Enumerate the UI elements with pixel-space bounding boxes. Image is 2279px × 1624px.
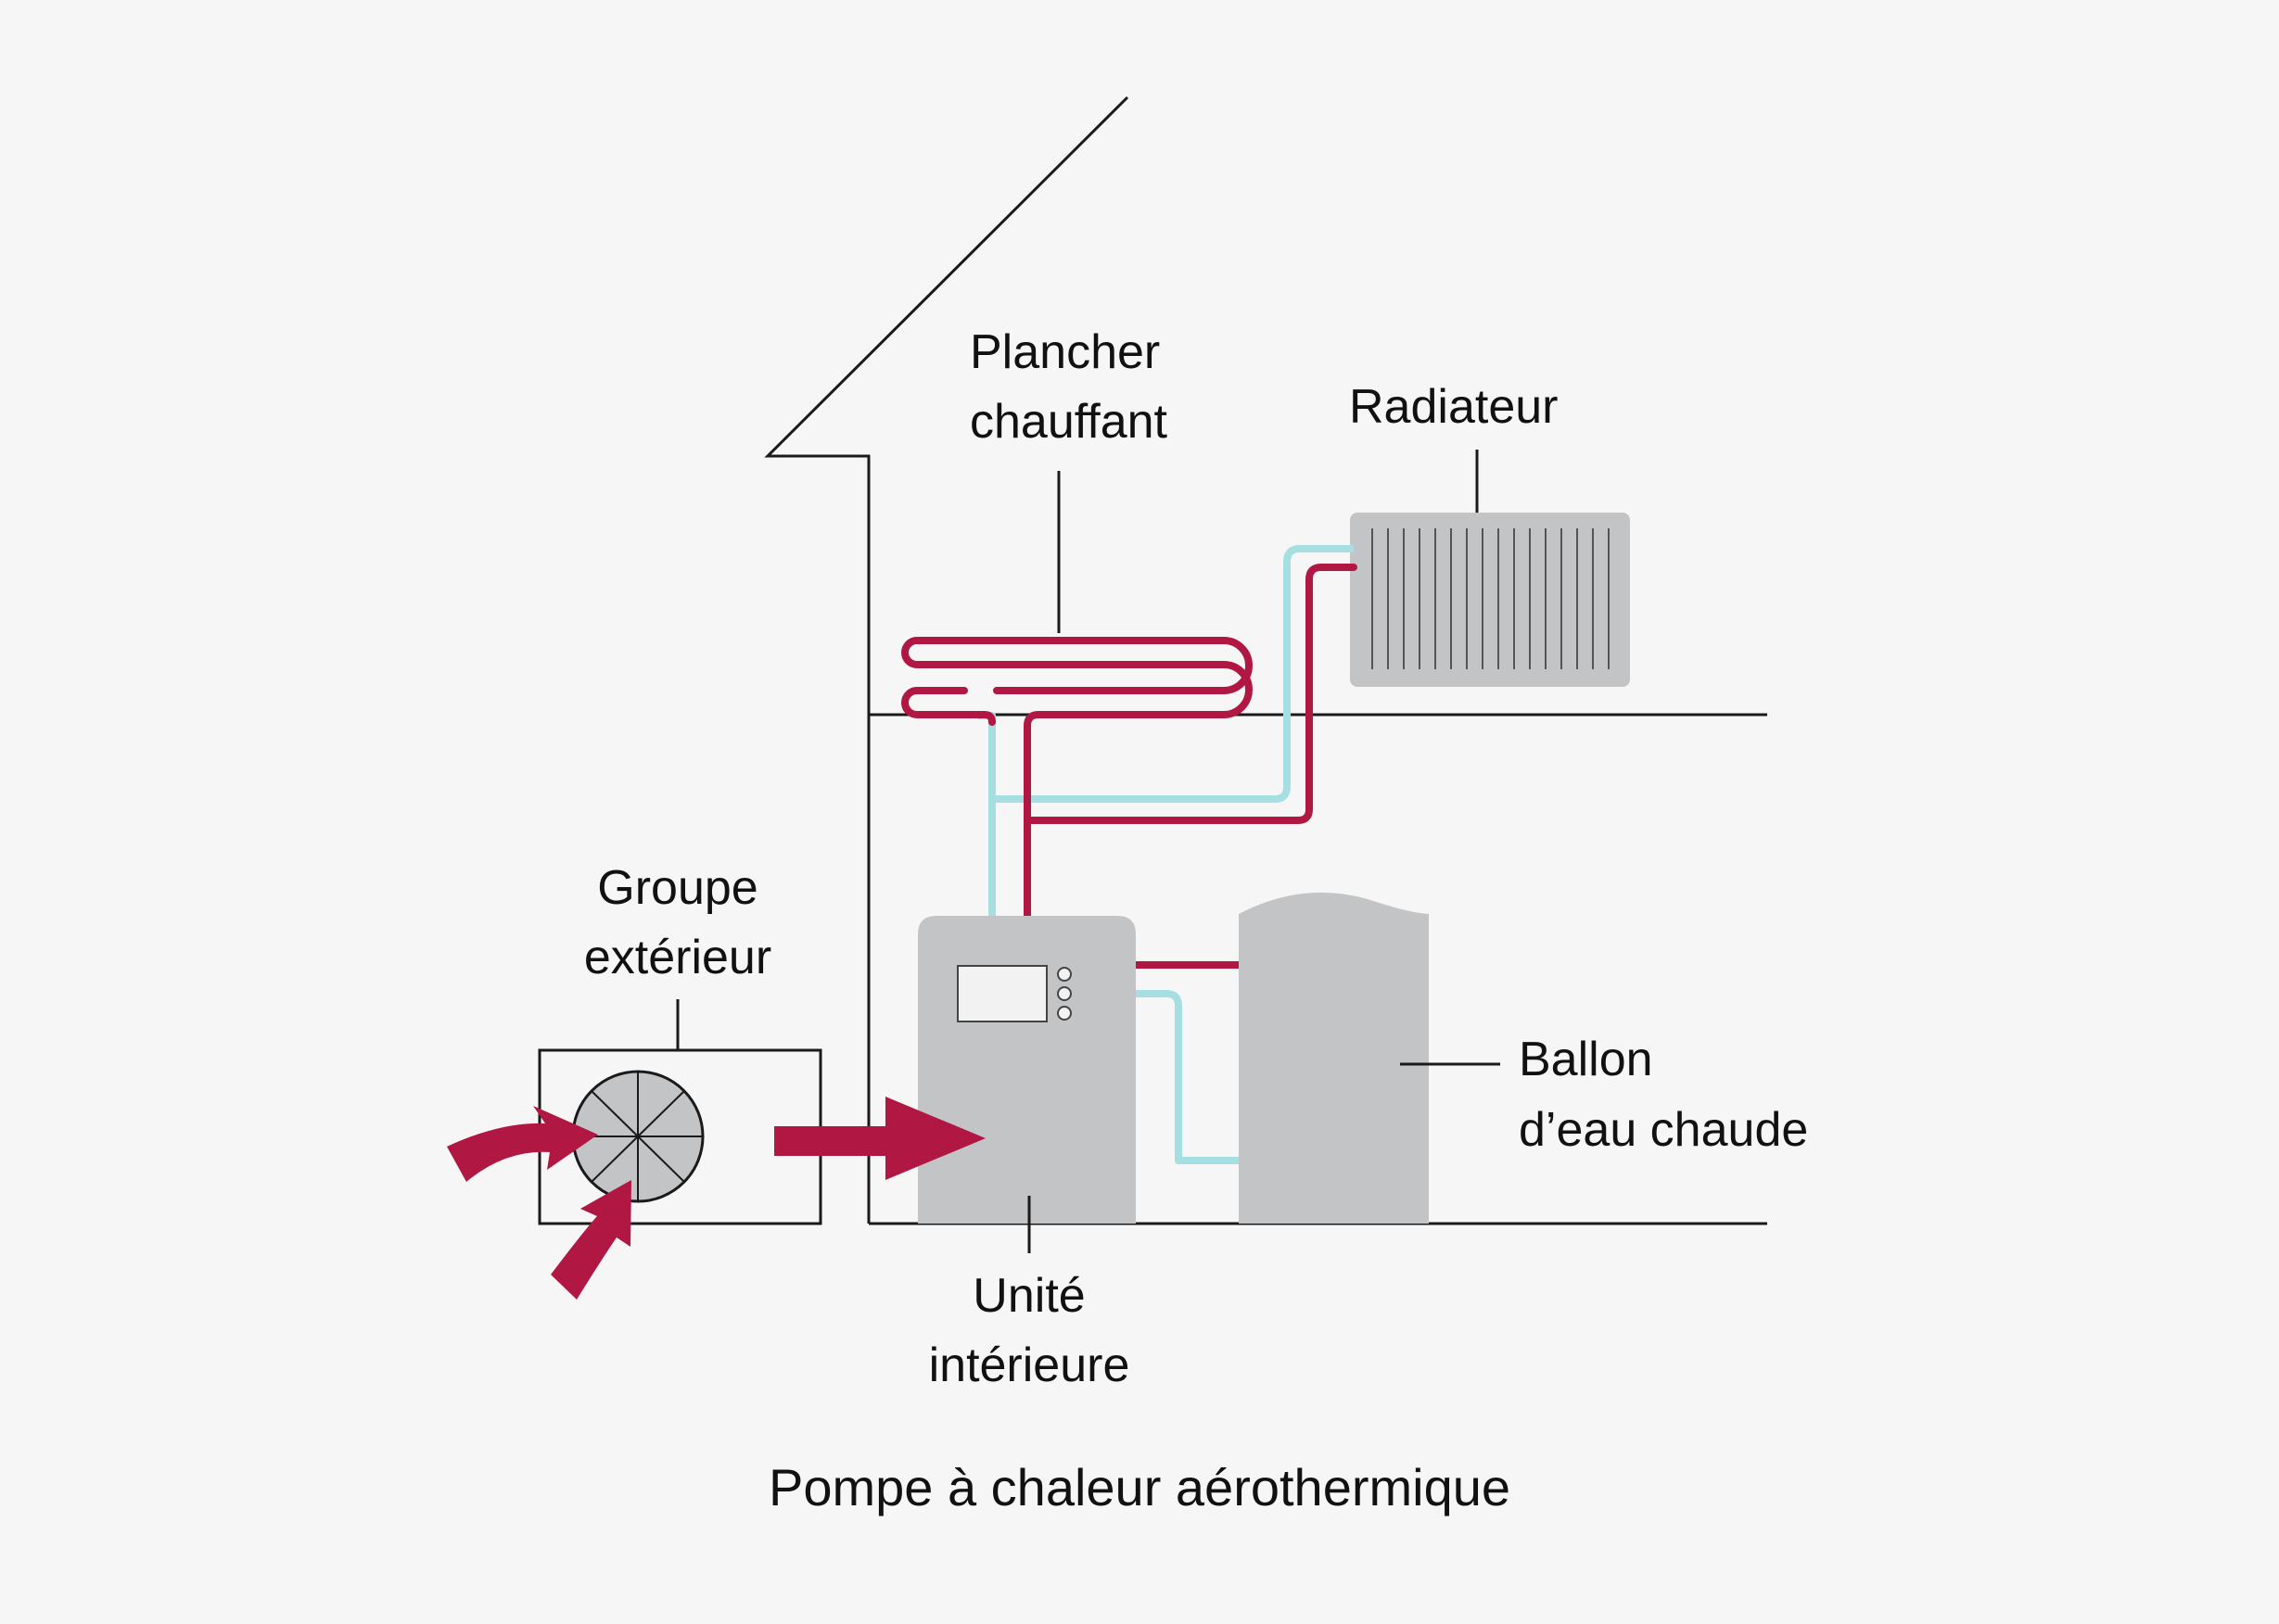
label-ballon-line2: d’eau chaude [1519,1103,1808,1157]
roof-line [764,95,1129,1224]
fan-blades [573,1072,703,1201]
label-plancher-line2: chauffant [970,395,1168,449]
label-plancher-line1: Plancher [970,325,1160,379]
control-screen [957,965,1048,1022]
cold-pipe-radiator [992,545,1354,803]
air-intake-arrows [447,1106,631,1300]
indoor-unit-body [918,916,1136,1224]
radiator [1350,513,1630,687]
heat-transfer-arrow-icon [774,1097,986,1180]
control-button [1057,986,1072,1001]
label-ballon-line1: Ballon [1519,1033,1653,1086]
cold-pipe-tank [1136,990,1363,1164]
label-unite-line1: Unité [973,1269,1085,1323]
label-radiateur: Radiateur [1349,380,1558,434]
hot-pipe-floor-coil-outer [974,687,1042,726]
cold-pipe-floor-heating [978,712,996,916]
leader-lines [676,450,1500,1253]
indoor-unit [918,916,1136,1224]
control-button [1057,1006,1072,1021]
label-groupe-line1: Groupe [597,861,758,915]
label-unite-line2: intérieure [929,1339,1130,1392]
hot-pipe-radiator [1024,564,1357,824]
diagram-caption: Pompe à chaleur aérothermique [769,1458,1510,1516]
label-groupe-line2: extérieur [584,931,771,984]
radiator-body [1350,513,1630,687]
hot-water-tank [1239,892,1429,1224]
tank-body [1239,892,1429,1224]
radiator-fins [1371,528,1610,669]
air-intake-arrow-icon [447,1106,598,1182]
hot-pipe-floor-coil [901,637,1253,920]
air-intake-arrow-icon [551,1180,631,1300]
control-button [1057,967,1072,982]
